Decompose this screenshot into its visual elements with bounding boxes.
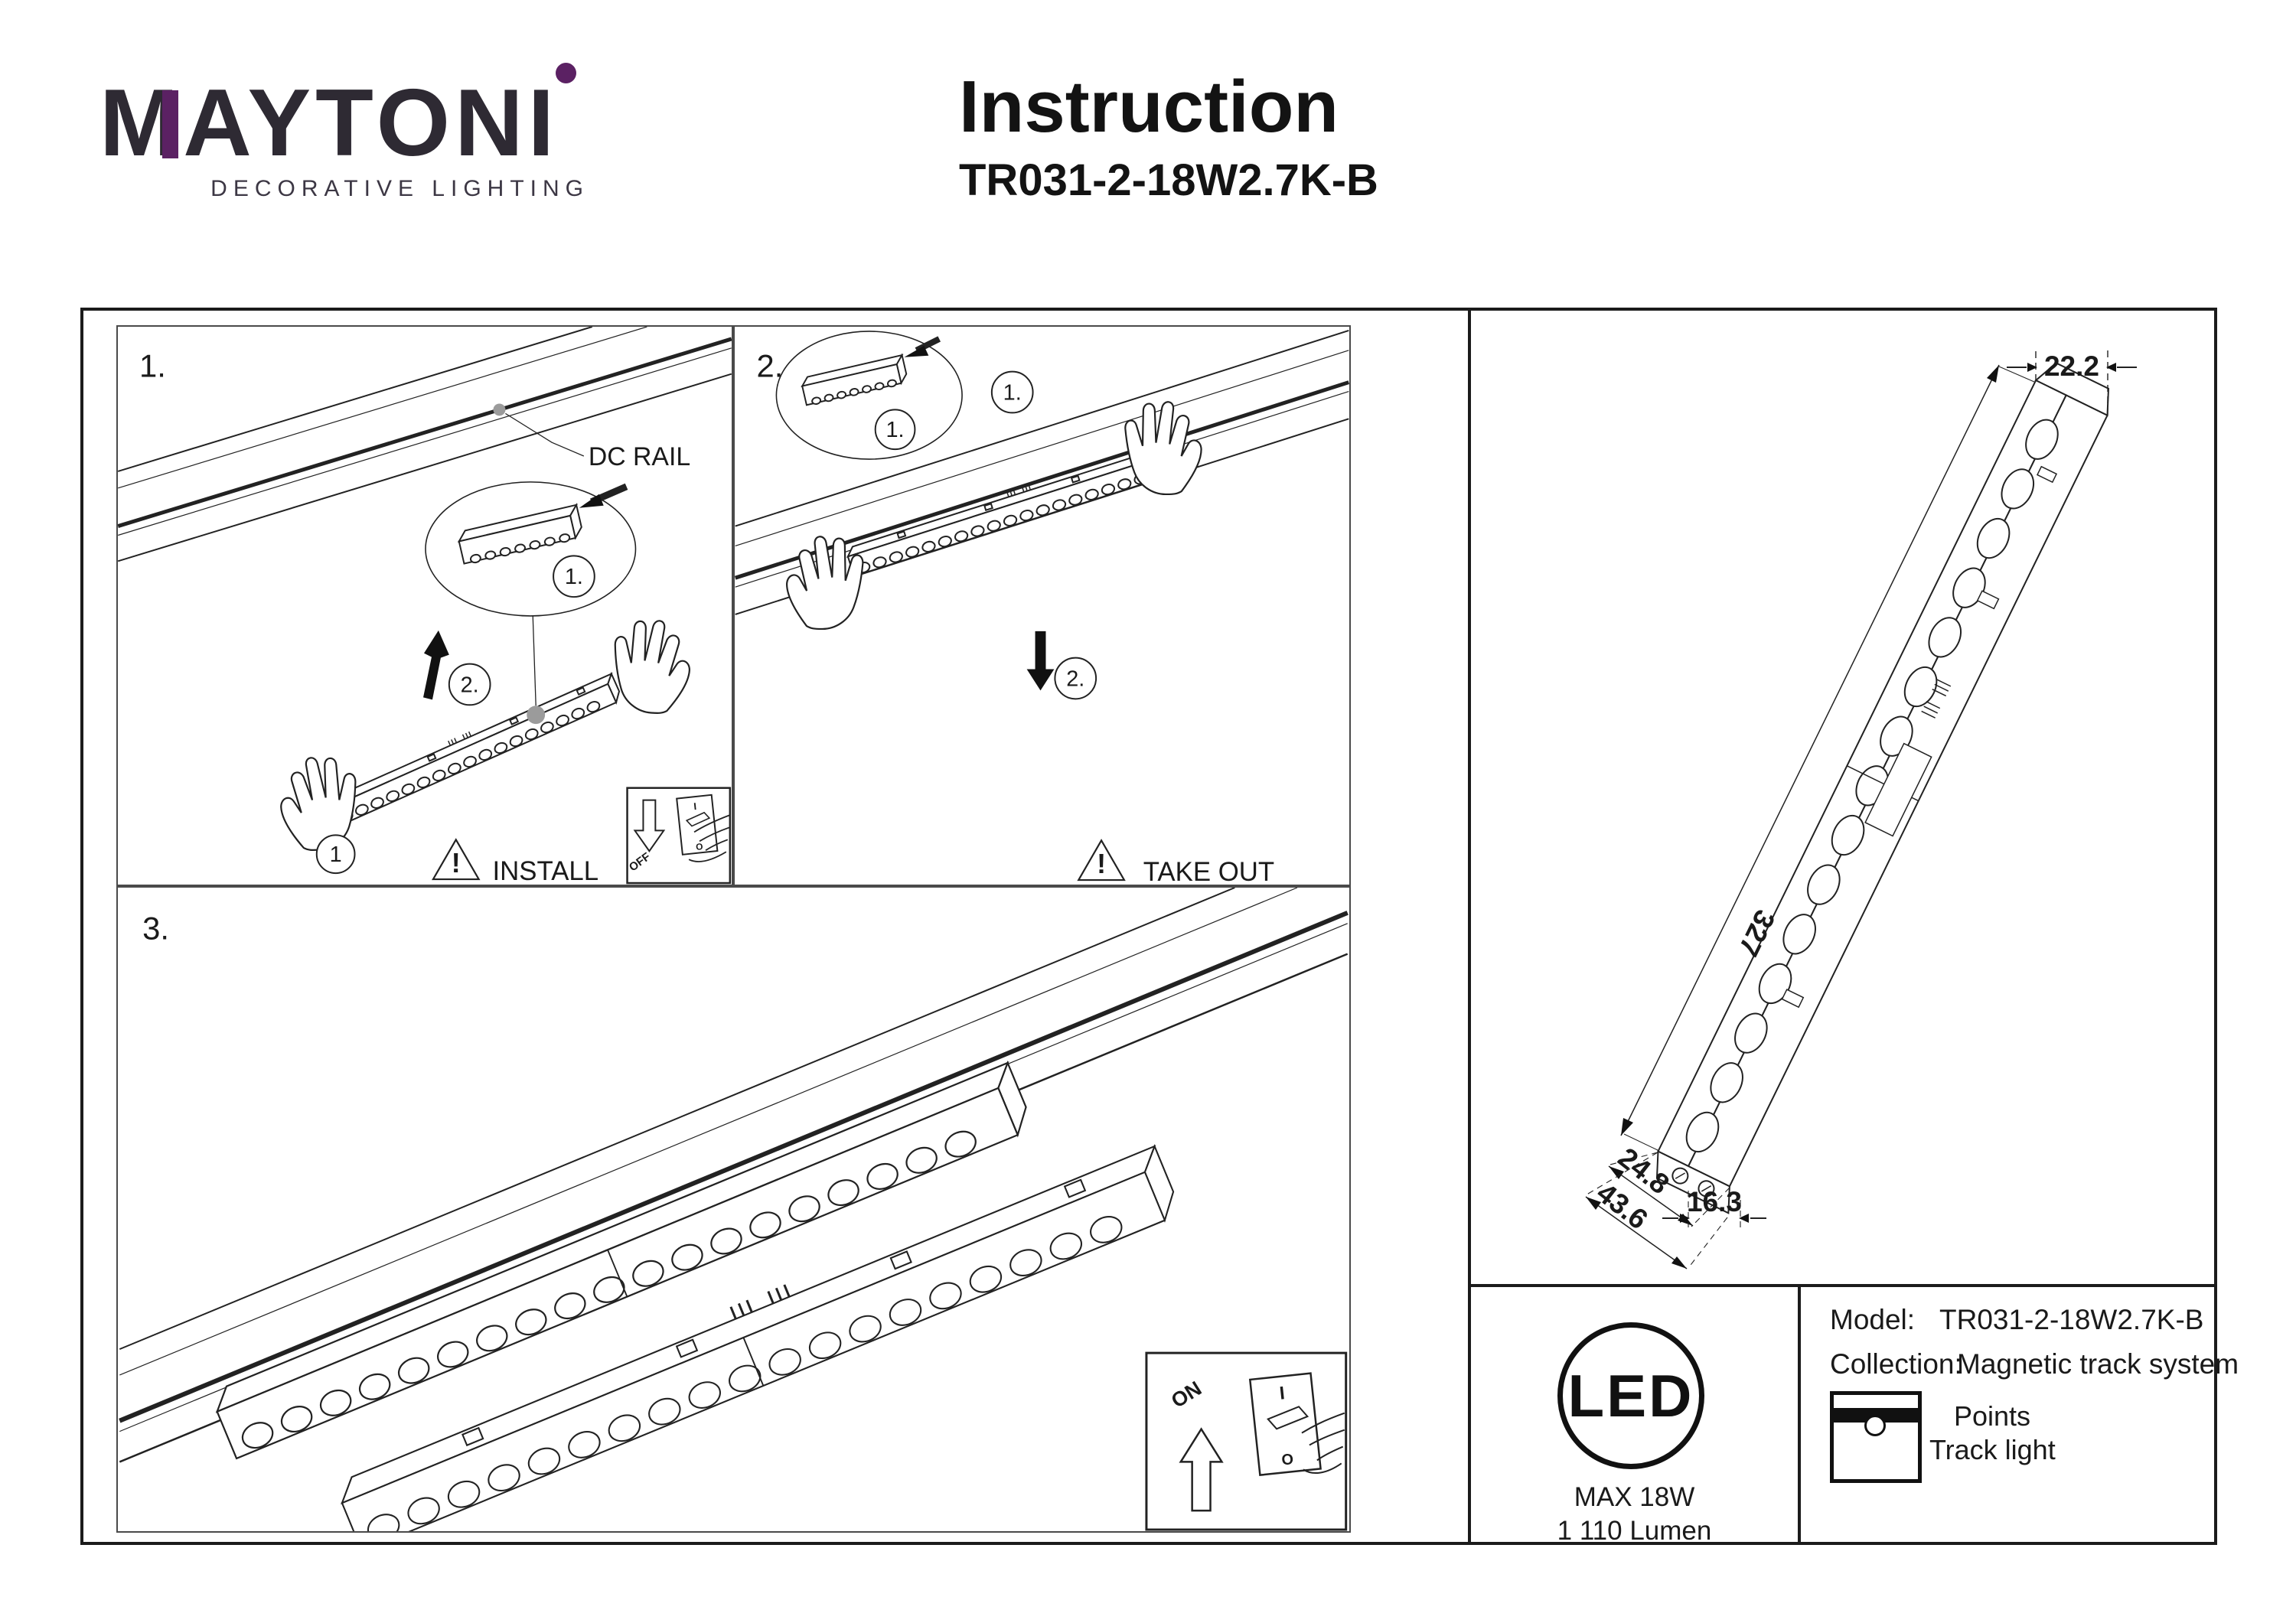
dc-rail-drawing	[118, 327, 732, 562]
model-label: Model:	[1830, 1304, 1916, 1335]
info-cell-divider	[1798, 1284, 1801, 1542]
power-off-inset: OFF I O	[626, 787, 732, 885]
max-power: MAX 18W	[1574, 1482, 1695, 1512]
right-hand	[1124, 401, 1202, 496]
wall-switch-icon: I O	[1248, 1372, 1322, 1477]
model-value: TR031-2-18W2.7K-B	[1939, 1304, 2204, 1335]
left-hand	[280, 757, 357, 851]
mounted-track-light-bar	[215, 1060, 1027, 1460]
svg-text:22.2: 22.2	[2044, 350, 2099, 382]
collection-label: Collection:	[1830, 1348, 1962, 1380]
step3-panel: ON I O 3.	[116, 886, 1351, 1533]
warning-exclamation-icon: !	[1097, 849, 1106, 879]
step1-inset-badge: 1.	[553, 555, 595, 598]
svg-text:I: I	[1279, 1383, 1286, 1404]
brand-wordmark: MAYTONI	[99, 63, 589, 173]
up-arrow-icon	[1179, 1427, 1224, 1512]
title-block: Instruction TR031-2-18W2.7K-B	[959, 70, 1378, 206]
step2-panel: 1. 1. 2. ! TAKE OUT 2.	[733, 325, 1351, 886]
column-divider	[1468, 311, 1471, 1542]
install-warning: ! INSTALL	[432, 838, 599, 885]
product-type-line2: Track light	[1929, 1434, 2056, 1465]
collection-value: Magnetic track system	[1957, 1348, 2239, 1380]
info-row-divider	[1471, 1284, 2214, 1287]
product-type-line1: Points	[1954, 1400, 2031, 1432]
svg-text:1.: 1.	[886, 418, 905, 442]
svg-text:2.: 2.	[461, 673, 479, 697]
led-badge-icon: LED	[1557, 1322, 1704, 1469]
brand-tagline: DECORATIVE LIGHTING	[210, 176, 589, 202]
inset-leader	[532, 615, 536, 706]
connector-detail	[457, 503, 582, 565]
dim-length: 327	[1620, 364, 2035, 1152]
insert-arrow-head	[579, 494, 604, 508]
svg-text:O: O	[695, 841, 703, 852]
model-code-subtitle: TR031-2-18W2.7K-B	[959, 155, 1378, 205]
dim-base-width: 16.3	[1662, 1186, 1766, 1227]
down-arrow-icon	[633, 799, 666, 852]
dc-rail-leader	[505, 412, 585, 457]
dim-top-width: 22.2	[2007, 350, 2137, 415]
track-light-type-icon	[1830, 1391, 1922, 1483]
connector-detail	[801, 353, 908, 406]
detached-track-light-bar	[341, 1144, 1175, 1531]
led-spec-cell: LED MAX 18W 1 110 Lumen	[1471, 1287, 1798, 1546]
install-label: INSTALL	[493, 856, 599, 885]
detail-inset-circle	[425, 481, 637, 617]
up-arrow-icon	[423, 630, 449, 700]
brand-purple-dot-icon	[556, 63, 576, 83]
pressing-hand-lines	[688, 814, 730, 862]
inset-pointer-dot	[527, 706, 546, 725]
warning-exclamation-icon: !	[452, 848, 461, 878]
detail-inset-circle	[775, 331, 963, 460]
down-arrow-icon	[1026, 631, 1055, 691]
take-out-label: TAKE OUT	[1143, 857, 1274, 885]
step3-number: 3.	[142, 911, 169, 947]
content-frame: DC RAIL	[80, 308, 2239, 1546]
step1-hold-badge: 1	[315, 834, 356, 875]
track-light-bar	[846, 440, 1186, 578]
dimensioned-fixture-drawing: 22.2 327 24.8	[1583, 350, 2137, 1269]
right-hand	[614, 620, 690, 714]
svg-text:2.: 2.	[1066, 666, 1084, 691]
power-on-inset: ON I O	[1145, 1351, 1348, 1531]
step2-drawing: 1. 1. 2. ! TAKE OUT 2.	[735, 330, 1349, 885]
wall-switch-icon: I O	[676, 794, 719, 855]
type-icon-lens	[1864, 1415, 1886, 1436]
luminous-flux: 1 110 Lumen	[1557, 1516, 1712, 1546]
step2-inset-badge: 1.	[874, 409, 916, 451]
svg-text:I: I	[693, 800, 697, 812]
page-title: Instruction	[959, 66, 1339, 148]
step3-drawing: ON I O 3.	[119, 888, 1349, 1531]
release-arrow-head	[904, 345, 929, 357]
step1-number: 1.	[139, 348, 166, 384]
rail-pointer-dot	[493, 403, 506, 416]
step1-panel: DC RAIL	[116, 325, 733, 886]
take-out-warning: ! TAKE OUT	[1077, 839, 1274, 885]
left-hand	[786, 536, 864, 631]
step1-drawing: DC RAIL	[118, 327, 732, 885]
svg-text:O: O	[1280, 1451, 1294, 1468]
svg-text:1.: 1.	[1003, 380, 1022, 405]
pressing-hand-lines	[1301, 1412, 1345, 1475]
model-spec-cell: Model: TR031-2-18W2.7K-B Collection: Mag…	[1801, 1287, 2239, 1542]
brand-purple-bar	[162, 90, 178, 158]
dc-rail-label: DC RAIL	[589, 442, 690, 471]
step2-move-badge: 2.	[1054, 657, 1097, 700]
maytoni-logo: MAYTONI DECORATIVE LIGHTING	[99, 63, 589, 202]
svg-text:1: 1	[330, 842, 342, 867]
svg-text:16.3: 16.3	[1687, 1186, 1742, 1217]
step2-number: 2.	[757, 348, 784, 384]
step1-move-badge: 2.	[448, 663, 491, 706]
step2-slide-badge: 1.	[990, 370, 1034, 414]
fixture-isometric	[1655, 362, 2110, 1214]
svg-text:1.: 1.	[565, 565, 583, 589]
